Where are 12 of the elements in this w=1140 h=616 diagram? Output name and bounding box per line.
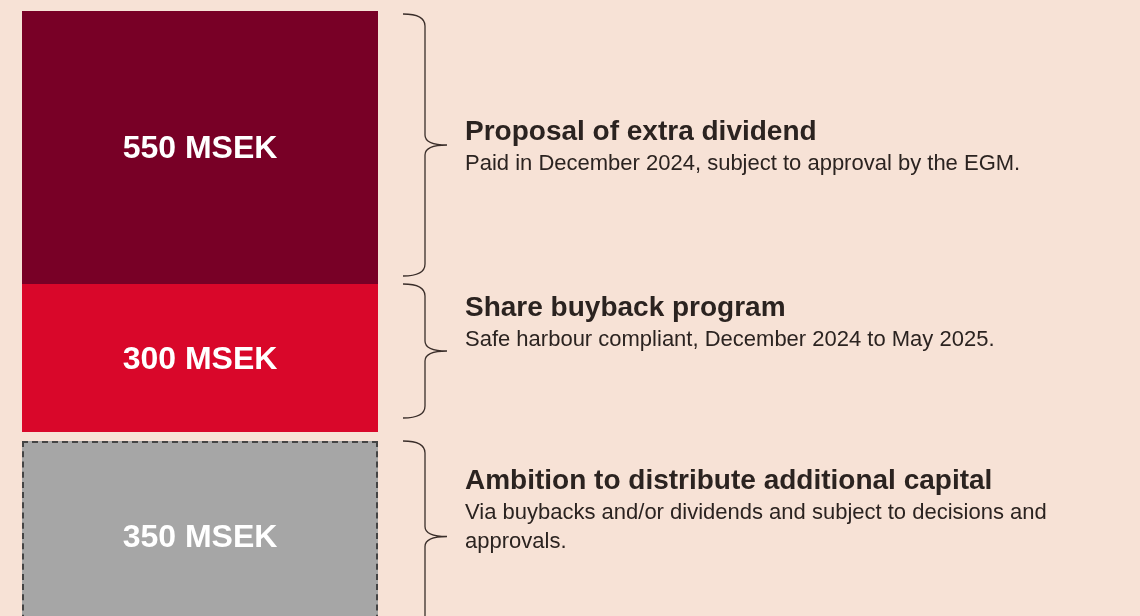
value-label: 300 MSEK <box>122 339 278 377</box>
section-description: Safe harbour compliant, December 2024 to May 2025. <box>465 324 996 353</box>
value-block <box>22 11 378 284</box>
value-label: 550 MSEK <box>122 129 278 166</box>
section-description: Via buybacks and/or dividends and subject to decisions and approvals. <box>465 497 1048 556</box>
value-block <box>22 441 378 616</box>
value-block <box>22 284 378 432</box>
value-label: 350 MSEK <box>122 517 278 555</box>
section-heading: Proposal of extra dividend <box>465 114 818 148</box>
section-heading: Ambition to distribute additional capital <box>465 463 994 497</box>
section-heading: Share buyback program <box>465 290 787 324</box>
section-description: Paid in December 2024, subject to approval by the EGM. <box>465 148 1022 177</box>
